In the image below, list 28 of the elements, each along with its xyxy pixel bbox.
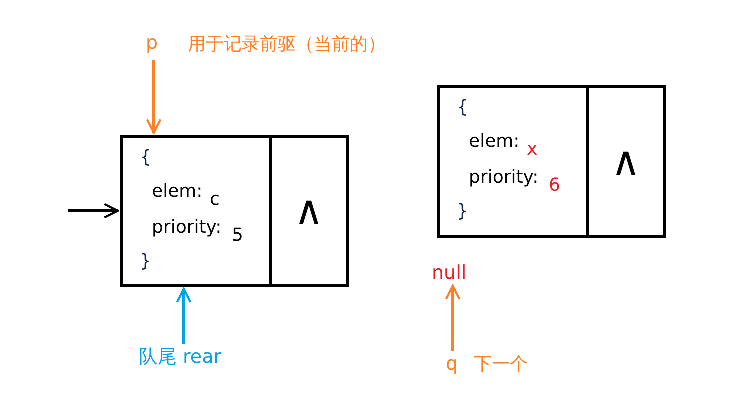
brace-text: { [140,149,152,167]
pointer-label: 队尾 rear [139,346,229,368]
pointer-label: p [146,32,162,58]
arrow [445,284,461,351]
null-label: null [432,262,470,284]
data-cell [437,85,589,238]
field-name: priority: [152,219,222,237]
field-name: elem: [469,133,520,151]
data-cell [120,135,272,287]
field-value: c [210,191,220,209]
brace-text: } [457,203,468,221]
field-value: 6 [549,177,560,195]
pointer-cell [586,85,666,238]
arrow [68,203,120,219]
null-symbol: ∧ [611,142,641,182]
pointer-cell [269,135,349,287]
note-text: 下一个 [474,356,528,374]
arrow [176,288,192,344]
brace-text: { [457,99,468,117]
pointer-label: q [446,353,460,379]
brace-text: } [140,253,152,271]
arrow [146,60,162,134]
field-name: elem: [152,183,203,201]
field-value: 5 [232,227,244,245]
field-value: x [527,141,538,159]
null-symbol: ∧ [294,191,324,231]
field-name: priority: [469,169,539,187]
note-text: 用于记录前驱（当前的） [188,36,386,54]
